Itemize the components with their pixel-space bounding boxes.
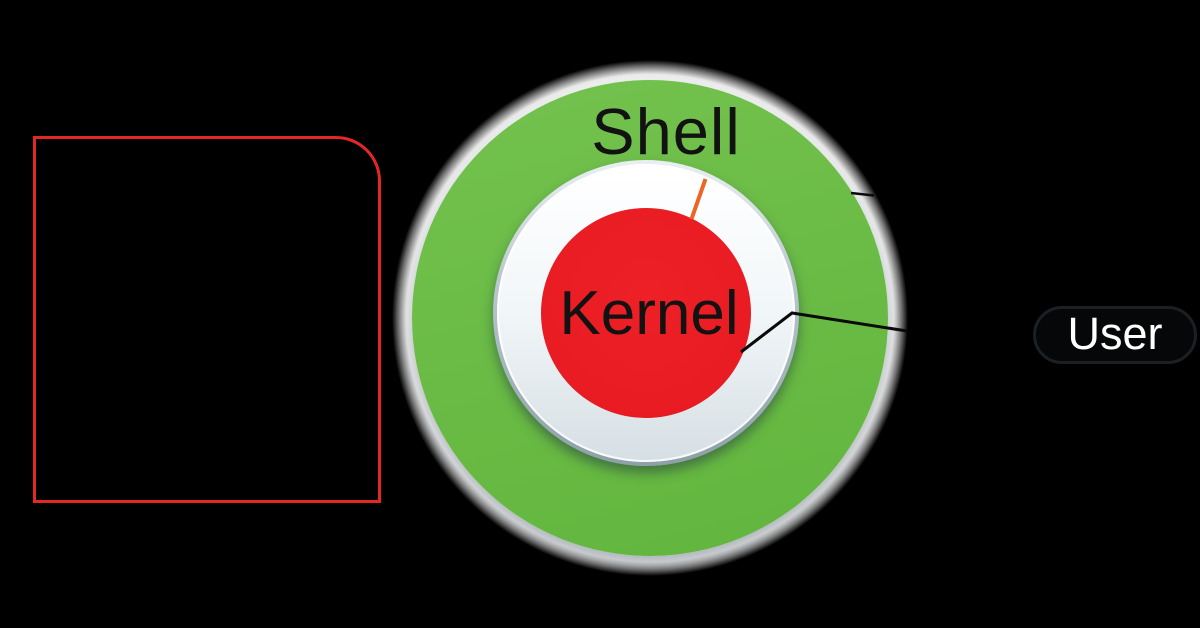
kernel-circle [541,208,751,418]
user-label: User [1067,308,1163,359]
terminal-box [33,136,381,503]
kernel-label: Kernel [559,279,739,348]
shell-label: Shell [591,95,741,168]
user-pill: User [1033,306,1197,364]
